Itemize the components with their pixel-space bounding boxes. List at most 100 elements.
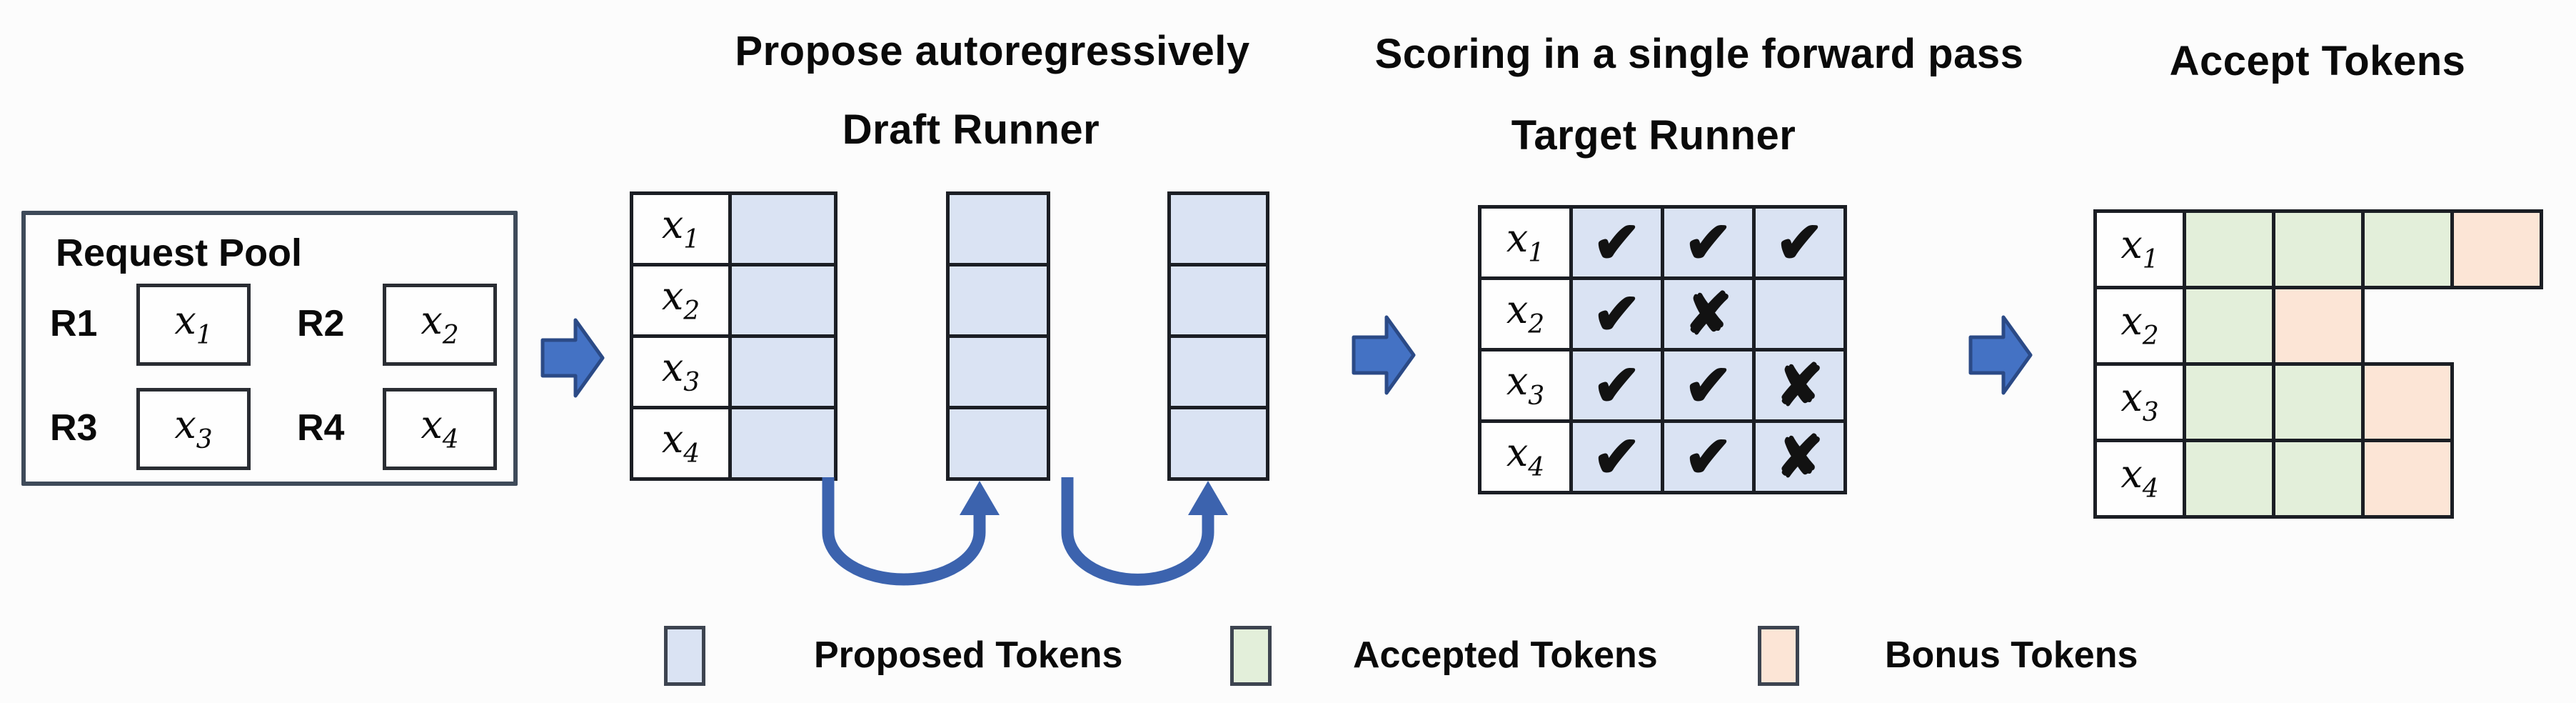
accept-cell — [2361, 209, 2454, 289]
target-row-label-x2: x2 — [1506, 286, 1545, 339]
propose-title: Propose autoregressively — [735, 28, 1250, 74]
accept-row-label-x2: x2 — [2120, 299, 2159, 351]
accept-row-label-cell: x4 — [2093, 439, 2186, 519]
accept-cell — [2183, 286, 2275, 366]
target-score-cell: ✔ — [1661, 205, 1756, 280]
target-score-cell: ✔ — [1661, 348, 1756, 423]
request-label-r3: R3 — [50, 407, 98, 449]
legend-bonus-label: Bonus Tokens — [1885, 634, 2138, 676]
target-score-cell: ✔ — [1569, 419, 1664, 494]
loop-arrow-icon — [822, 477, 1228, 586]
target-score-cell: ✘ — [1661, 276, 1756, 352]
draft-runner-title: Draft Runner — [842, 106, 1100, 153]
accept-row-label-x1: x1 — [2120, 222, 2159, 274]
target-row-label-x4: x4 — [1506, 429, 1545, 482]
accept-row-label-cell: x1 — [2093, 209, 2186, 289]
request-token-box-r3: x3 — [136, 388, 251, 470]
token-label-x1: x1 — [174, 297, 213, 350]
target-score-cell: ✔ — [1569, 205, 1664, 280]
target-score-cell: ✔ — [1569, 348, 1664, 423]
draft-proposed-cell — [728, 406, 837, 481]
check-icon: ✔ — [1683, 209, 1733, 276]
check-icon: ✔ — [1591, 423, 1641, 490]
accept-cell — [2183, 209, 2275, 289]
draft-row-label-cell: x3 — [630, 334, 732, 409]
draft-proposed-cell — [946, 263, 1050, 338]
draft-row-label-cell: x4 — [630, 406, 732, 481]
draft-row-label-x1: x1 — [661, 201, 700, 254]
target-score-cell: ✔ — [1569, 276, 1664, 352]
draft-proposed-cell — [1167, 263, 1269, 338]
target-score-cell: ✘ — [1752, 419, 1847, 494]
accept-tokens-title: Accept Tokens — [2169, 38, 2466, 84]
check-icon: ✔ — [1591, 209, 1641, 276]
accept-cell — [2272, 439, 2365, 519]
scoring-title: Scoring in a single forward pass — [1374, 31, 2024, 77]
draft-row-label-x3: x3 — [661, 344, 700, 397]
request-label-r1: R1 — [50, 303, 98, 344]
legend-accepted-label: Accepted Tokens — [1353, 634, 1658, 676]
accept-cell — [2183, 362, 2275, 442]
check-icon: ✔ — [1683, 423, 1733, 490]
accept-cell — [2361, 439, 2454, 519]
cross-icon: ✘ — [1774, 423, 1824, 490]
legend-bonus-swatch — [1758, 626, 1799, 686]
target-score-cell — [1752, 276, 1847, 352]
flow-arrow-icon — [540, 318, 605, 398]
flow-arrow-icon — [1352, 315, 1416, 395]
request-token-box-r1: x1 — [136, 284, 251, 366]
accept-row-label-x4: x4 — [2120, 452, 2159, 504]
draft-proposed-cell — [728, 263, 837, 338]
request-label-r4: R4 — [297, 407, 345, 449]
draft-proposed-cell — [728, 334, 837, 409]
draft-row-label-cell: x1 — [630, 191, 732, 266]
token-label-x2: x2 — [421, 297, 459, 350]
draft-row-label-x4: x4 — [661, 416, 700, 469]
check-icon: ✔ — [1591, 280, 1641, 347]
request-pool-title: Request Pool — [56, 231, 303, 274]
legend-proposed-label: Proposed Tokens — [814, 634, 1123, 676]
draft-row-label-cell: x2 — [630, 263, 732, 338]
draft-proposed-cell — [728, 191, 837, 266]
target-row-label-x3: x3 — [1506, 358, 1545, 411]
target-score-cell: ✔ — [1752, 205, 1847, 280]
accept-cell — [2450, 209, 2543, 289]
draft-proposed-cell — [1167, 406, 1269, 481]
target-score-cell: ✔ — [1661, 419, 1756, 494]
token-label-x3: x3 — [174, 402, 213, 454]
token-label-x4: x4 — [421, 402, 459, 454]
cross-icon: ✘ — [1683, 280, 1733, 347]
accept-cell — [2272, 286, 2365, 366]
request-token-box-r4: x4 — [383, 388, 497, 470]
accept-cell — [2272, 362, 2365, 442]
target-row-label-cell: x1 — [1478, 205, 1573, 280]
check-icon: ✔ — [1591, 352, 1641, 419]
draft-proposed-cell — [946, 406, 1050, 481]
request-label-r2: R2 — [297, 303, 345, 344]
draft-proposed-cell — [1167, 191, 1269, 266]
draft-row-label-x2: x2 — [661, 273, 700, 326]
draft-proposed-cell — [1167, 334, 1269, 409]
target-row-label-cell: x4 — [1478, 419, 1573, 494]
accept-row-label-x3: x3 — [2120, 375, 2159, 427]
draft-proposed-cell — [946, 334, 1050, 409]
accept-row-label-cell: x3 — [2093, 362, 2186, 442]
draft-proposed-cell — [946, 191, 1050, 266]
accept-cell — [2183, 439, 2275, 519]
check-icon: ✔ — [1774, 209, 1824, 276]
accept-row-label-cell: x2 — [2093, 286, 2186, 366]
target-row-label-cell: x2 — [1478, 276, 1573, 352]
target-row-label-cell: x3 — [1478, 348, 1573, 423]
legend-proposed-swatch — [664, 626, 705, 686]
target-score-cell: ✘ — [1752, 348, 1847, 423]
request-token-box-r2: x2 — [383, 284, 497, 366]
request-pool-box: Request Pool R1 x1 R2 x2 R3 x3 R4 x4 — [21, 211, 518, 486]
flow-arrow-icon — [1968, 315, 2033, 395]
cross-icon: ✘ — [1774, 352, 1824, 419]
accept-cell — [2361, 362, 2454, 442]
target-runner-title: Target Runner — [1511, 112, 1796, 159]
legend-accepted-swatch — [1230, 626, 1272, 686]
accept-cell — [2272, 209, 2365, 289]
target-row-label-x1: x1 — [1506, 215, 1545, 268]
